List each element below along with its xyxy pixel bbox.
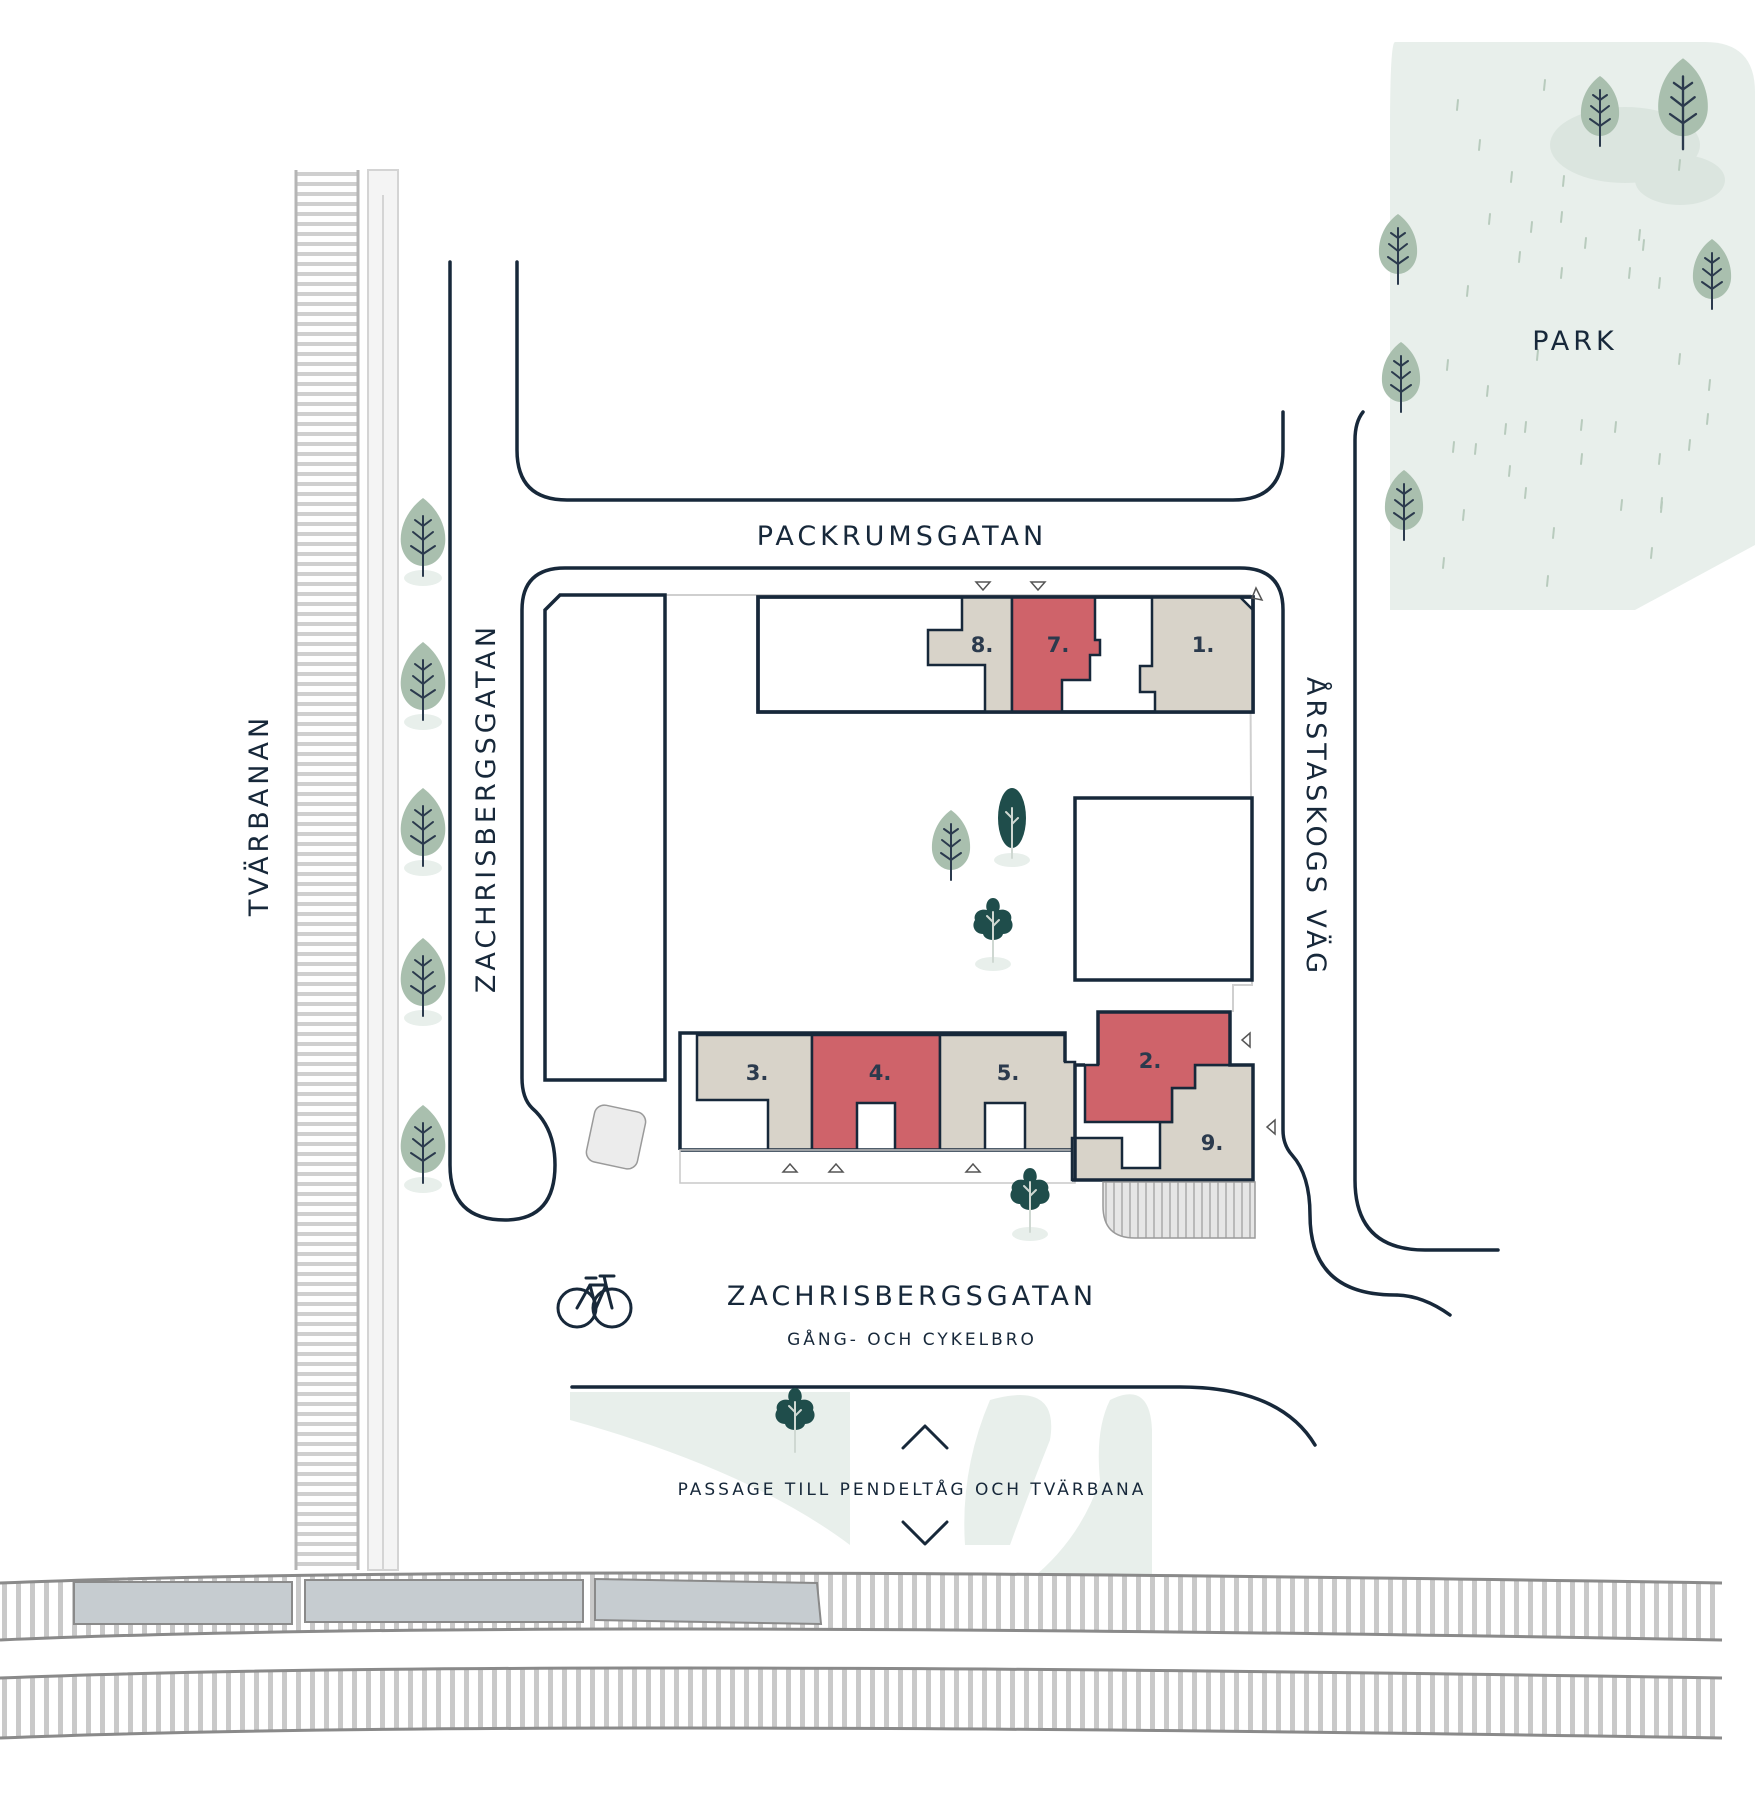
unit-3-label: 3.: [746, 1061, 769, 1085]
building-west: [543, 593, 667, 1082]
zachrisbergsgatan-vertical-label: ZACHRISBERGSGATAN: [471, 623, 502, 993]
round-tree-icon: [972, 897, 1014, 972]
pine-tree-icon: [399, 497, 447, 587]
park-area: PARK: [1377, 42, 1755, 610]
pine-tree-icon: [399, 937, 447, 1027]
unit-8-label: 8.: [971, 633, 994, 657]
pine-tree-icon: [399, 1104, 447, 1194]
passage-label: PASSAGE TILL PENDELTÅG OCH TVÄRBANA: [678, 1478, 1147, 1500]
building-central: [1073, 796, 1254, 982]
pine-tree-icon: [930, 809, 972, 881]
chevron-down-icon[interactable]: [901, 1520, 949, 1546]
tvarbanan-label: TVÄRBANAN: [243, 714, 275, 917]
arstaskogs-vag-label: ÅRSTASKOGS VÄG: [1300, 677, 1332, 977]
round-tree-icon: [1009, 1167, 1051, 1242]
bridge-label: ZACHRISBERGSGATAN: [727, 1281, 1097, 1312]
unit-5-label: 5.: [997, 1061, 1020, 1085]
building-southeast: [1070, 1010, 1256, 1239]
packrumsgatan-label: PACKRUMSGATAN: [757, 521, 1047, 552]
unit-1-label: 1.: [1192, 633, 1215, 657]
station-platform: [73, 1577, 823, 1626]
courtyard-outline: [665, 594, 1254, 1012]
entrance-triangle-icon: [781, 581, 1276, 1173]
building-south: [678, 1031, 1077, 1184]
rock: [585, 1104, 647, 1170]
unit-7-label: 7.: [1047, 633, 1070, 657]
round-tree-icon: [994, 788, 1030, 867]
bicycle-icon: [556, 1274, 633, 1329]
pine-tree-icon: [399, 641, 447, 731]
chevron-up-icon[interactable]: [901, 1424, 949, 1450]
road-lines: [448, 260, 1500, 1447]
unit-4-label: 4.: [869, 1061, 892, 1085]
unit-2-label: 2.: [1139, 1049, 1162, 1073]
building-north: [756, 595, 1255, 714]
passage-ground: [570, 1392, 1152, 1580]
garage-ramp: [1102, 1181, 1256, 1239]
pine-tree-icon: [1658, 58, 1708, 151]
pine-tree-icon: [399, 787, 447, 877]
unit-9-label: 9.: [1201, 1131, 1224, 1155]
tvarbanan-track: [294, 169, 399, 1571]
park-label: PARK: [1532, 326, 1618, 357]
unit-1[interactable]: [1138, 595, 1255, 714]
bridge-subtitle: GÅNG- OCH CYKELBRO: [787, 1328, 1037, 1350]
commuter-rail-tracks: [0, 1571, 1723, 1740]
